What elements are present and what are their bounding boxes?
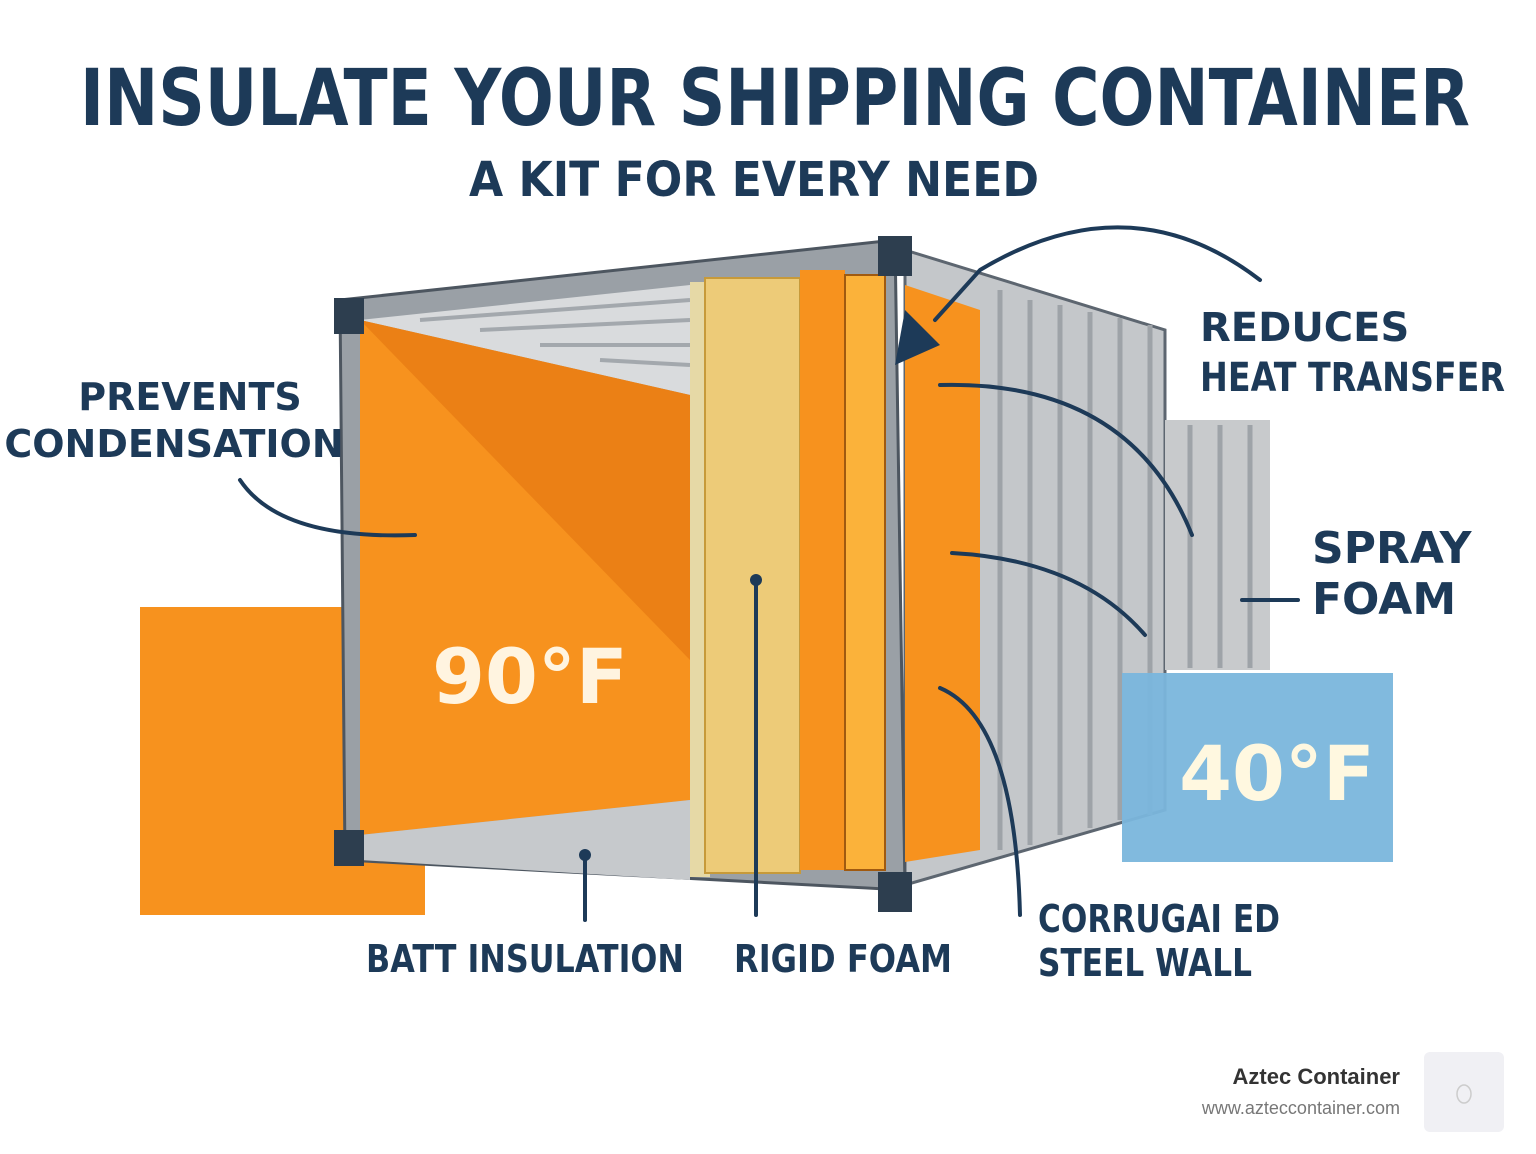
brand-url: www.azteccontainer.com <box>1201 1098 1400 1118</box>
cold-temperature: 40°F <box>1179 729 1375 818</box>
label-reduces-2: HEAT TRANSFER <box>1200 355 1505 401</box>
label-rigid: RIGID FOAM <box>734 937 952 981</box>
ceiling <box>360 285 690 395</box>
spray-leader <box>950 551 1147 637</box>
label-corrugated-2: STEEL WALL <box>1038 941 1252 985</box>
heat-curve <box>938 382 1194 537</box>
label-reduces-1: REDUCES <box>1200 305 1409 351</box>
label-prevents-1: PREVENTS <box>78 375 302 419</box>
spray-foam-front <box>800 270 845 870</box>
corrugated-leader <box>938 686 1022 917</box>
subtitle: A KIT FOR EVERY NEED <box>469 152 1039 208</box>
label-spray-2: FOAM <box>1312 574 1456 625</box>
label-batt: BATT INSULATION <box>366 937 684 981</box>
heat-transfer-arrow <box>933 225 1262 322</box>
brand-logo <box>1424 1052 1504 1132</box>
condensation-leader <box>238 478 417 538</box>
brand-name: Aztec Container <box>1232 1064 1400 1089</box>
label-prevents-2: CONDENSATION <box>4 422 343 466</box>
hot-temperature: 90°F <box>432 632 628 721</box>
spray-foam-panel <box>905 285 980 862</box>
bear-icon <box>1456 1084 1472 1104</box>
label-corrugated-1: CORRUGAI ED <box>1038 897 1280 941</box>
floor <box>360 800 690 880</box>
title: INSULATE YOUR SHIPPING CONTAINER <box>80 54 1470 144</box>
cold-box <box>1122 673 1393 862</box>
brand-block: Aztec Container www.azteccontainer.com <box>1202 1064 1400 1119</box>
arrow-head-icon <box>895 310 940 365</box>
label-spray-1: SPRAY <box>1312 523 1473 574</box>
